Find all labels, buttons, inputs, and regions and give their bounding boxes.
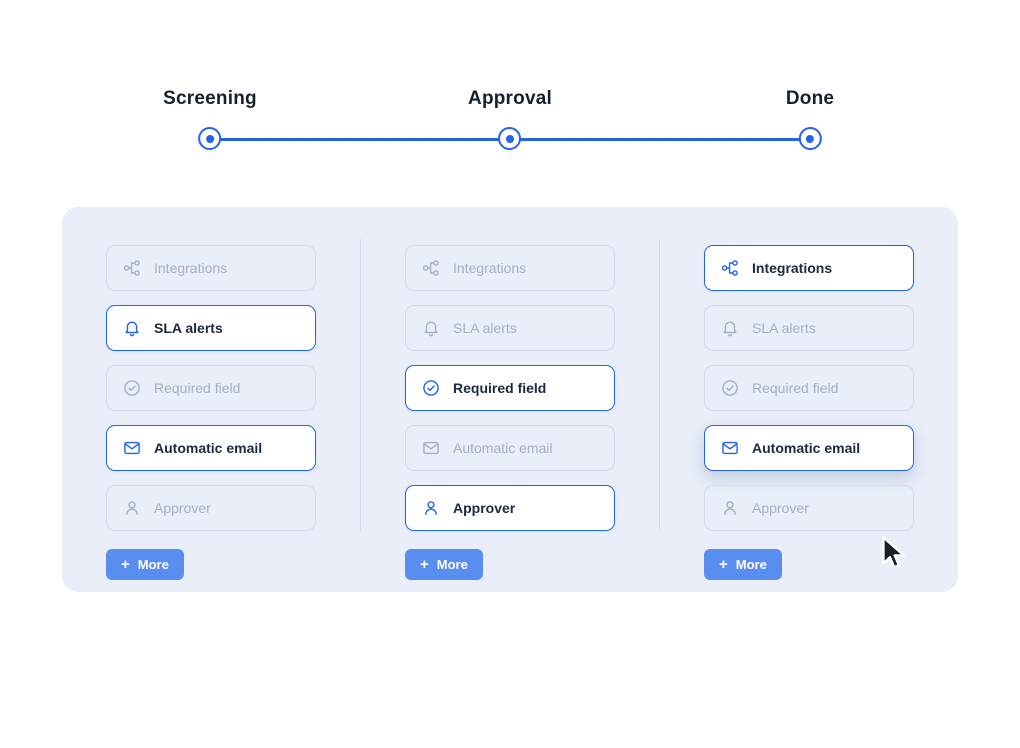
workflow-stepper: Screening Approval Done (163, 88, 834, 154)
feature-card-label: Integrations (453, 260, 527, 276)
feature-card-label: Automatic email (453, 440, 553, 456)
stepper-step-approval: Approval (468, 88, 552, 150)
feature-card-approver[interactable]: Approver (405, 485, 615, 531)
user-icon (421, 498, 441, 518)
feature-card-label: Approver (154, 500, 211, 516)
plus-icon: + (420, 556, 429, 573)
screening-column: Integrations SLA alerts Required field A… (62, 245, 360, 580)
step-label: Screening (163, 88, 257, 109)
user-icon (122, 498, 142, 518)
feature-card-label: Approver (752, 500, 809, 516)
feature-card-label: SLA alerts (752, 320, 816, 336)
workflow-builder-screen: { "colors": { "accent": "#2563eb", "pane… (0, 88, 1020, 748)
feature-card-approver[interactable]: Approver (106, 485, 316, 531)
feature-card-label: Automatic email (752, 440, 861, 456)
feature-card-sla-alerts[interactable]: SLA alerts (106, 305, 316, 351)
plus-icon: + (719, 556, 728, 573)
more-button[interactable]: + More (704, 549, 782, 580)
mail-icon (421, 438, 441, 458)
step-dot (205, 134, 214, 143)
feature-card-required-field[interactable]: Required field (405, 365, 615, 411)
done-column: Integrations SLA alerts Required field A… (660, 245, 958, 580)
integrations-icon (720, 258, 740, 278)
bell-icon (421, 318, 441, 338)
feature-card-label: Required field (453, 380, 547, 396)
stepper-step-screening: Screening (163, 88, 257, 150)
approval-column: Integrations SLA alerts Required field A… (361, 245, 659, 580)
plus-icon: + (121, 556, 130, 573)
feature-card-label: Required field (752, 380, 839, 396)
integrations-icon (421, 258, 441, 278)
feature-card-integrations[interactable]: Integrations (405, 245, 615, 291)
mail-icon (122, 438, 142, 458)
feature-card-approver[interactable]: Approver (704, 485, 914, 531)
feature-card-label: Integrations (752, 260, 833, 276)
feature-card-label: SLA alerts (154, 320, 223, 336)
feature-card-label: Required field (154, 380, 241, 396)
feature-card-integrations[interactable]: Integrations (704, 245, 914, 291)
step-dot (505, 134, 514, 143)
feature-card-automatic-email[interactable]: Automatic email (106, 425, 316, 471)
card-list: Integrations SLA alerts Required field A… (106, 245, 316, 531)
more-button-label: More (735, 557, 767, 572)
column-divider (360, 239, 361, 531)
check-circle-icon (421, 378, 441, 398)
card-list: Integrations SLA alerts Required field A… (704, 245, 914, 531)
feature-card-required-field[interactable]: Required field (704, 365, 914, 411)
mail-icon (720, 438, 740, 458)
feature-card-label: Integrations (154, 260, 228, 276)
step-node[interactable] (798, 127, 822, 150)
more-button[interactable]: + More (405, 549, 483, 580)
card-list: Integrations SLA alerts Required field A… (405, 245, 615, 531)
feature-card-automatic-email[interactable]: Automatic email (704, 425, 914, 471)
automation-board: Integrations SLA alerts Required field A… (62, 207, 958, 592)
integrations-icon (122, 258, 142, 278)
step-label: Done (785, 88, 835, 109)
feature-card-sla-alerts[interactable]: SLA alerts (704, 305, 914, 351)
more-button[interactable]: + More (106, 549, 184, 580)
step-node[interactable] (498, 127, 522, 150)
stepper-step-done: Done (786, 88, 834, 150)
more-button-label: More (137, 557, 169, 572)
bell-icon (122, 318, 142, 338)
bell-icon (720, 318, 740, 338)
feature-card-integrations[interactable]: Integrations (106, 245, 316, 291)
feature-card-required-field[interactable]: Required field (106, 365, 316, 411)
column-divider (659, 239, 660, 531)
step-dot (806, 134, 814, 143)
feature-card-label: Automatic email (154, 440, 263, 456)
check-circle-icon (122, 378, 142, 398)
step-node[interactable] (198, 127, 222, 150)
feature-card-label: SLA alerts (453, 320, 517, 336)
feature-card-automatic-email[interactable]: Automatic email (405, 425, 615, 471)
feature-card-label: Approver (453, 500, 516, 516)
more-button-label: More (436, 557, 468, 572)
feature-card-sla-alerts[interactable]: SLA alerts (405, 305, 615, 351)
user-icon (720, 498, 740, 518)
check-circle-icon (720, 378, 740, 398)
step-label: Approval (468, 88, 552, 109)
